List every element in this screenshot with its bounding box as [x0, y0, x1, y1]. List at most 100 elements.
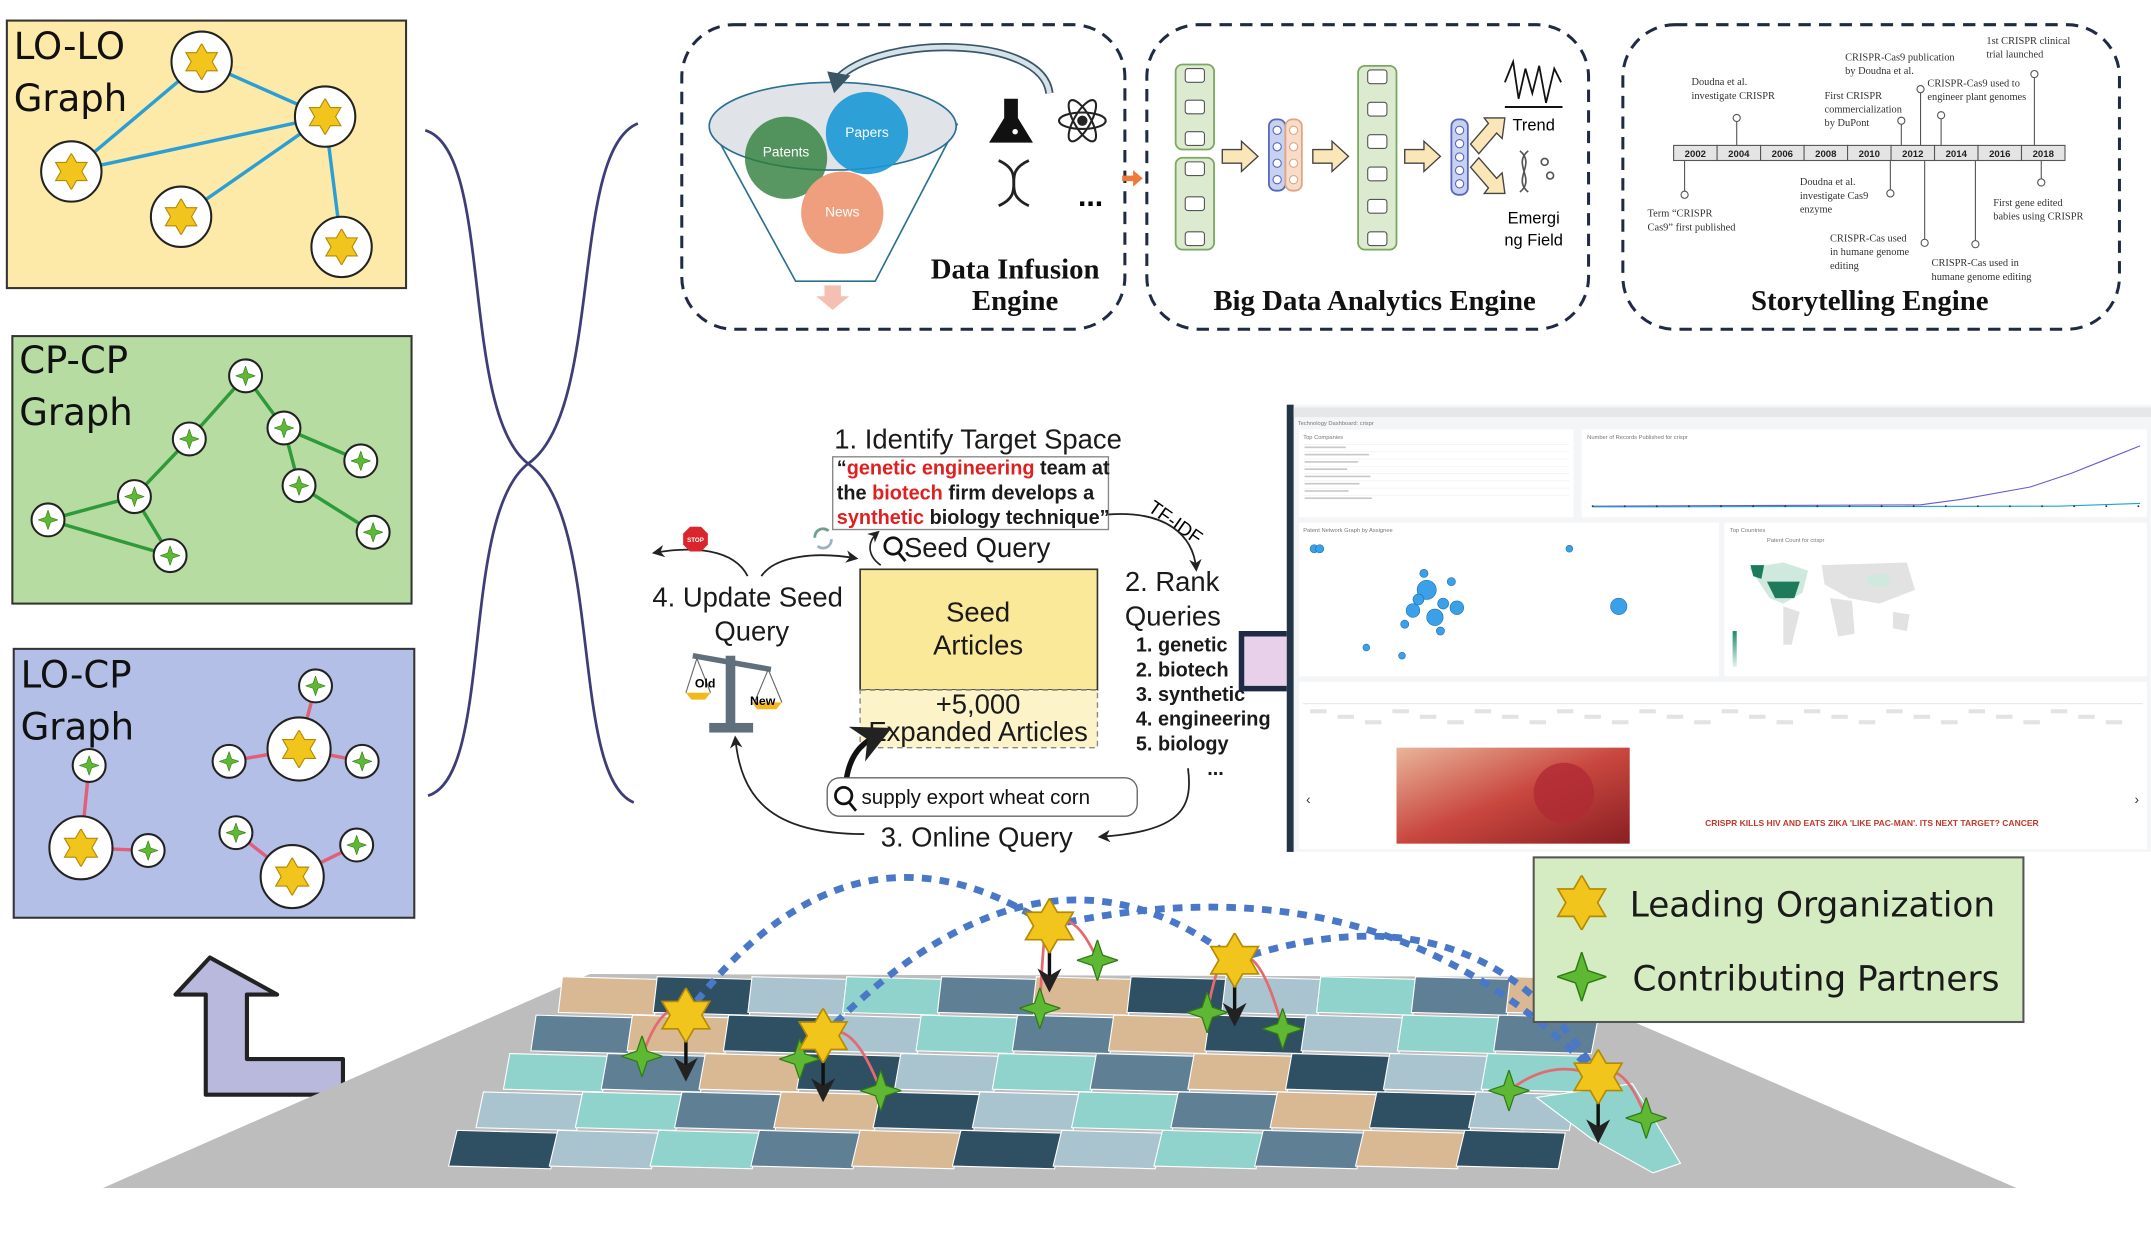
unit [1454, 125, 1465, 135]
arrow-icon [1469, 117, 1506, 155]
panel-title: CP-CP [19, 339, 128, 382]
state-shape [502, 1052, 611, 1093]
unit [1184, 99, 1205, 115]
step-rank-queries: Queries [1125, 601, 1221, 632]
arrow-icon [1312, 139, 1350, 174]
trend-label: Trend [1512, 116, 1554, 134]
unit [1367, 134, 1388, 149]
panel-title-records: Number of Records Published for crispr [1587, 435, 1688, 441]
timeline-item [2105, 720, 2123, 725]
emerging-field-label: ng Field [1504, 232, 1563, 250]
event-marker [1971, 240, 1980, 249]
state-shape [842, 976, 947, 1016]
state-shape [649, 1129, 760, 1170]
timeline-event-text: investigate CRISPR [1691, 91, 1775, 102]
timeline-event-text: trial launched [1986, 50, 2044, 61]
panel-title-countries: Top Countries [1730, 528, 1766, 534]
network-bubble [1419, 569, 1429, 578]
timeline-item [1749, 714, 1766, 719]
news-article-image [1396, 747, 1630, 844]
online-query-search-input[interactable] [826, 777, 1138, 817]
keyword-highlight: genetic engineering [847, 458, 1035, 480]
timeline-event-text: editing [1830, 261, 1859, 272]
technology-dashboard-screenshot: Technology Dashboard: crispr Top Compani… [1286, 404, 2151, 852]
layer [1284, 118, 1303, 192]
state-shape [951, 1129, 1063, 1170]
legend: Leading Organization Contributing Partne… [1532, 856, 2025, 1024]
source-label: News [825, 205, 859, 220]
timeline-event-text: by DuPont [1825, 118, 1870, 129]
graph-network [48, 668, 380, 910]
step-update-seed-query: Query [714, 616, 789, 647]
timeline-item [1995, 714, 2013, 719]
state-shape [1455, 1129, 1566, 1170]
timeline-item [1392, 709, 1409, 714]
timeline-event-text: First gene edited [1993, 198, 2063, 209]
unit [1272, 142, 1282, 152]
timeline-item [1611, 720, 1629, 725]
ranked-query-item: 5. biology [1136, 733, 1229, 755]
atom-icon [1058, 99, 1107, 143]
company-name [1304, 482, 1360, 485]
map-title: Patent Count for crispr [1767, 538, 1825, 544]
network-bubble [1405, 603, 1421, 618]
data-point [1880, 505, 1883, 508]
unit [1184, 161, 1205, 177]
panel-title: LO-CP [21, 653, 132, 696]
data-point [1623, 505, 1626, 508]
data-point [1655, 505, 1658, 508]
data-point [1752, 505, 1755, 508]
data-point [1848, 505, 1851, 508]
timeline-cell [2020, 144, 2066, 162]
step-online-query: 3. Online Query [881, 821, 1073, 852]
carousel-prev-button[interactable]: ‹ [1306, 792, 1311, 807]
search-query-value: supply export wheat corn [861, 786, 1090, 809]
balance-scale-icon: Old New [685, 653, 783, 733]
network-bubble [1315, 544, 1325, 554]
data-infusion-engine: Patents Papers News ... Data Infusion En… [680, 23, 1127, 331]
panel-subtitle: Graph [14, 77, 128, 120]
panel-title-top-companies: Top Companies [1303, 435, 1343, 441]
arrow-icon [1469, 156, 1506, 195]
state-shape [991, 1052, 1099, 1093]
unit [1367, 69, 1388, 85]
graph-edge [47, 518, 171, 558]
state-shape [1382, 1052, 1491, 1093]
big-data-analytics-engine: Trend Emergi ng Field Big Data Analytics… [1145, 23, 1591, 331]
unit [1367, 231, 1388, 247]
state-shape [1284, 1052, 1393, 1093]
timeline-item [1913, 714, 1931, 719]
flask-icon [989, 98, 1033, 143]
state-shape [1107, 1014, 1214, 1055]
timeline-event-text: Cas9” first published [1648, 222, 1737, 233]
layer [1357, 64, 1398, 251]
source-label: Papers [845, 125, 889, 140]
event-marker [1886, 189, 1895, 198]
event-marker [2030, 69, 2039, 79]
patents-source [744, 116, 828, 199]
timeline-event-text: by Doudna et al. [1845, 66, 1914, 77]
news-headline-link[interactable]: CRISPR KILLS HIV AND EATS ZIKA 'LIKE PAC… [1705, 818, 2039, 828]
state-shape [1354, 1129, 1466, 1170]
lo-lo-graph-panel: LO-LO Graph [5, 19, 408, 290]
company-name [1304, 446, 1346, 449]
timeline-item [1968, 709, 1986, 714]
keyword-highlight: synthetic [837, 507, 924, 529]
carousel-next-button[interactable]: › [2135, 792, 2140, 807]
timeline-event-text: investigate Cas9 [1800, 191, 1869, 202]
event-marker [1916, 85, 1925, 94]
timeline-year: 2016 [1989, 149, 2010, 160]
unit [1272, 158, 1282, 168]
data-point [1688, 505, 1690, 508]
neural-network-icon [1174, 63, 1506, 251]
panel-title: LO-LO [14, 25, 125, 68]
data-point [1784, 505, 1787, 508]
state-shape [475, 1091, 585, 1131]
timeline-item [1337, 714, 1354, 719]
state-shape [1315, 976, 1421, 1016]
timeline-item [1447, 720, 1464, 725]
unit [1454, 165, 1465, 176]
emerging-field-label: Emergi [1508, 210, 1560, 228]
